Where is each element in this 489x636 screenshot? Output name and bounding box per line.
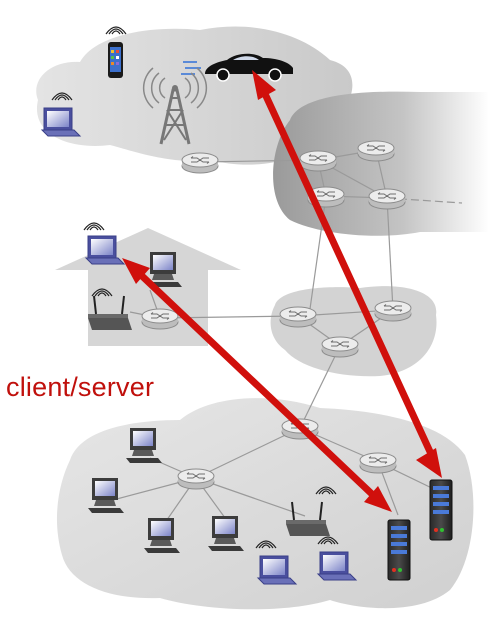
regional-network-cloud (270, 286, 437, 377)
institutional-network-cloud (56, 398, 474, 610)
arrowhead (364, 486, 392, 512)
arrowhead (122, 258, 150, 284)
wifi-waves-icon (105, 26, 127, 35)
client-server-label: client/server (6, 372, 155, 402)
smartphone-icon (108, 42, 123, 78)
wifi-access-point-icon (286, 501, 330, 536)
home-network-house (55, 228, 241, 346)
client-server-arrows (122, 70, 442, 512)
cell-tower-icon (142, 67, 208, 145)
wifi-access-point-icon (88, 295, 132, 330)
arrow-car-to-server (262, 92, 436, 460)
server-icon (387, 519, 411, 581)
server-icon (429, 479, 453, 541)
car-icon (181, 53, 293, 82)
wifi-waves-icon (83, 222, 105, 231)
arrow-laptop-to-server (138, 272, 378, 500)
arrowhead (252, 70, 276, 100)
arrowhead (416, 448, 442, 478)
